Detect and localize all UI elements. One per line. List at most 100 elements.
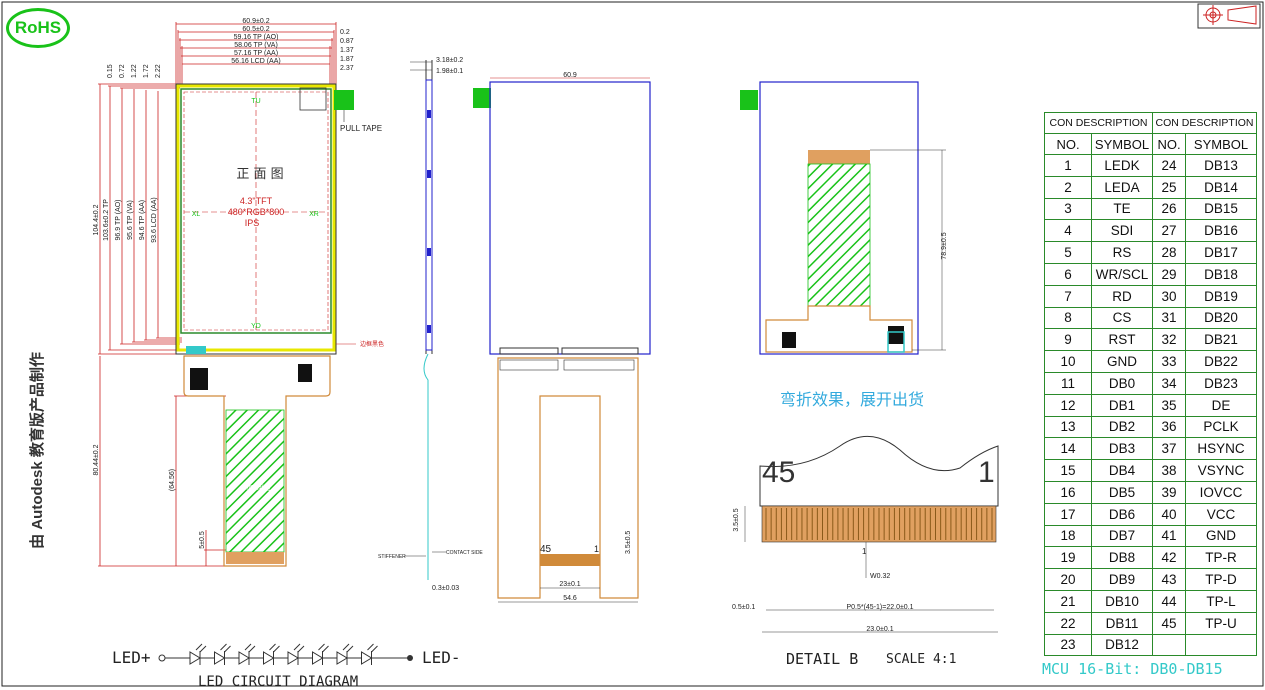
detail-pin1: 1 (978, 456, 995, 489)
table-cell: 32 (1152, 328, 1186, 352)
fold-note: 弯折效果，展开出货 (780, 390, 925, 409)
table-cell: LEDA (1091, 175, 1153, 199)
fpc-label: 单面布线区 (241, 484, 271, 492)
pin-description-table: CON DESCRIPTION CON DESCRIPTION NO. SYMB… (1044, 112, 1257, 657)
table-cell: 7 (1044, 284, 1092, 308)
table-cell: SDI (1091, 219, 1153, 243)
table-cell: 35 (1152, 393, 1186, 417)
table-cell: DB7 (1091, 524, 1153, 548)
front-view: 60.9±0.2 60.5±0.2 59.16 TP (AO) 58.06 TP… (93, 18, 384, 567)
dim-lv-3: 95.6 TP (VA) (127, 200, 134, 240)
dim-tr-0: 0.2 (340, 29, 350, 36)
table-cell: 45 (1152, 611, 1186, 635)
table-cell: DB9 (1091, 568, 1153, 591)
contact-side-label: CONTACT SIDE (446, 550, 483, 556)
table-cell: GND (1185, 524, 1257, 548)
side-dim-bottom: 0.3±0.03 (432, 585, 459, 592)
table-cell: 11 (1044, 371, 1092, 395)
mcu-note: MCU 16-Bit: DB0-DB15 (1042, 660, 1223, 678)
table-cell: DB18 (1185, 262, 1257, 286)
table-cell: 38 (1152, 459, 1186, 482)
back-view: 60.9 45 1 3.5±0.5 23±0.1 54.6 (473, 72, 651, 603)
stiffener-label: STIFFENER (378, 554, 406, 560)
table-cell: 5 (1044, 241, 1092, 264)
table-cell: 21 (1044, 589, 1092, 613)
back-dim-pitch: 23±0.1 (559, 581, 580, 588)
table-cell: 31 (1152, 306, 1186, 330)
dim-lv-5: 93.6 LCD (AA) (151, 197, 158, 243)
table-cell: 9 (1044, 328, 1092, 352)
table-cell: RST (1091, 328, 1153, 352)
table-cell: DB10 (1091, 589, 1153, 613)
mark-xr: XR (309, 211, 319, 218)
table-cell: 39 (1152, 480, 1186, 504)
back-pin45: 45 (540, 544, 552, 555)
table-cell: DB15 (1185, 197, 1257, 221)
table-subheader: NO. (1044, 133, 1092, 155)
back-pin1: 1 (594, 544, 599, 554)
table-cell: 19 (1044, 546, 1092, 570)
led-diode-icon (312, 643, 329, 665)
table-cell: DB1 (1091, 393, 1153, 417)
table-cell: 43 (1152, 568, 1186, 591)
dim-fpc-total: 80.44±0.2 (93, 444, 100, 475)
table-subheader: SYMBOL (1091, 133, 1153, 155)
table-cell: 6 (1044, 262, 1092, 286)
dim-lv-2: 96.9 TP (AO) (115, 200, 122, 241)
mark-xl: XL (192, 211, 201, 218)
table-cell: 3 (1044, 197, 1092, 221)
table-cell (1152, 633, 1186, 657)
table-cell: 8 (1044, 306, 1092, 330)
detail-total: 23.0±0.1 (866, 626, 893, 633)
led-diode-icon (336, 643, 354, 665)
led-diode-icon (214, 643, 231, 665)
table-cell: DB20 (1185, 306, 1257, 330)
table-cell: DB2 (1091, 415, 1153, 439)
dim-tr-1: 0.87 (340, 38, 354, 45)
led-minus-label: LED- (422, 648, 461, 667)
dim-top-5: 56.16 LCD (AA) (231, 58, 280, 65)
detail-pitch: P0.5*(45-1)=22.0±0.1 (846, 604, 913, 611)
table-cell: HSYNC (1185, 437, 1257, 461)
table-cell: DB17 (1185, 241, 1257, 264)
table-cell: DB21 (1185, 328, 1257, 352)
folded-view: 78.9±0.5 (740, 81, 948, 355)
table-cell: RS (1091, 241, 1153, 264)
table-cell: 20 (1044, 568, 1092, 591)
table-cell: 24 (1152, 154, 1186, 177)
table-cell: 15 (1044, 459, 1092, 482)
table-cell: 1 (1044, 154, 1092, 177)
table-cell: RD (1091, 284, 1153, 308)
side-dim-top2: 1.98±0.1 (436, 68, 463, 75)
table-cell: VCC (1185, 502, 1257, 526)
table-cell: 17 (1044, 502, 1092, 526)
detail-pin-mark: 1 (862, 547, 867, 556)
table-cell: 12 (1044, 393, 1092, 417)
table-cell: DB13 (1185, 154, 1257, 177)
table-cell: 22 (1044, 611, 1092, 635)
table-cell: DB23 (1185, 371, 1257, 395)
rohs-logo: RoHS (6, 8, 70, 48)
table-cell: DB8 (1091, 546, 1153, 570)
table-cell: DB4 (1091, 459, 1153, 482)
detail-scale: SCALE 4:1 (886, 652, 957, 667)
table-cell: DB22 (1185, 350, 1257, 373)
table-subheader: SYMBOL (1185, 133, 1257, 155)
side-dim-top1: 3.18±0.2 (436, 57, 463, 64)
detail-title: DETAIL B (786, 650, 859, 668)
